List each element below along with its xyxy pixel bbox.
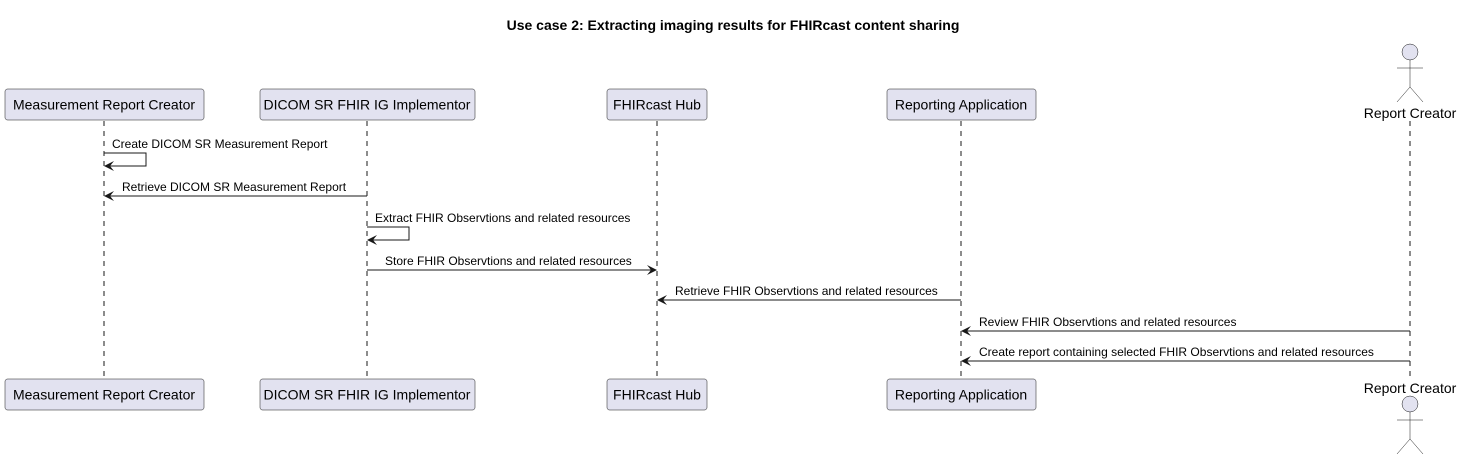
participant-app-bottom: Reporting Application xyxy=(886,378,1037,411)
actor-rc-bottom: Report Creator xyxy=(1364,380,1457,455)
message-5: Retrieve FHIR Observtions and related re… xyxy=(657,284,961,305)
message-arrow xyxy=(104,152,147,171)
participant-label: FHIRcast Hub xyxy=(613,97,701,113)
message-label: Create report containing selected FHIR O… xyxy=(979,345,1374,359)
participant-label: DICOM SR FHIR IG Implementor xyxy=(264,387,471,403)
message-7: Create report containing selected FHIR O… xyxy=(961,345,1410,366)
message-2: Retrieve DICOM SR Measurement Report xyxy=(104,180,367,201)
diagram-title: Use case 2: Extracting imaging results f… xyxy=(507,17,960,33)
actor-label: Report Creator xyxy=(1364,380,1457,396)
participant-label: Measurement Report Creator xyxy=(13,97,195,113)
participant-label: DICOM SR FHIR IG Implementor xyxy=(264,97,471,113)
message-label: Retrieve FHIR Observtions and related re… xyxy=(675,284,938,298)
message-label: Store FHIR Observtions and related resou… xyxy=(385,254,632,268)
participant-label: FHIRcast Hub xyxy=(613,387,701,403)
participant-app-top: Reporting Application xyxy=(886,88,1037,121)
actor-label: Report Creator xyxy=(1364,105,1457,121)
participant-label: Reporting Application xyxy=(895,387,1027,403)
actor-rc-top: Report Creator xyxy=(1364,43,1457,121)
message-label: Create DICOM SR Measurement Report xyxy=(112,137,328,151)
participant-mrc-top: Measurement Report Creator xyxy=(4,88,205,121)
message-arrow xyxy=(367,226,410,245)
message-label: Extract FHIR Observtions and related res… xyxy=(375,211,630,225)
message-1: Create DICOM SR Measurement Report xyxy=(104,137,328,171)
message-4: Store FHIR Observtions and related resou… xyxy=(367,254,657,275)
message-label: Review FHIR Observtions and related reso… xyxy=(979,315,1236,329)
participant-label: Reporting Application xyxy=(895,97,1027,113)
message-6: Review FHIR Observtions and related reso… xyxy=(961,315,1410,336)
participant-label: Measurement Report Creator xyxy=(13,387,195,403)
participant-hub-top: FHIRcast Hub xyxy=(606,88,708,121)
participant-ig-top: DICOM SR FHIR IG Implementor xyxy=(259,88,476,121)
message-label: Retrieve DICOM SR Measurement Report xyxy=(122,180,347,194)
participant-mrc-bottom: Measurement Report Creator xyxy=(4,378,205,411)
message-3: Extract FHIR Observtions and related res… xyxy=(367,211,630,245)
participant-ig-bottom: DICOM SR FHIR IG Implementor xyxy=(259,378,476,411)
participant-hub-bottom: FHIRcast Hub xyxy=(606,378,708,411)
